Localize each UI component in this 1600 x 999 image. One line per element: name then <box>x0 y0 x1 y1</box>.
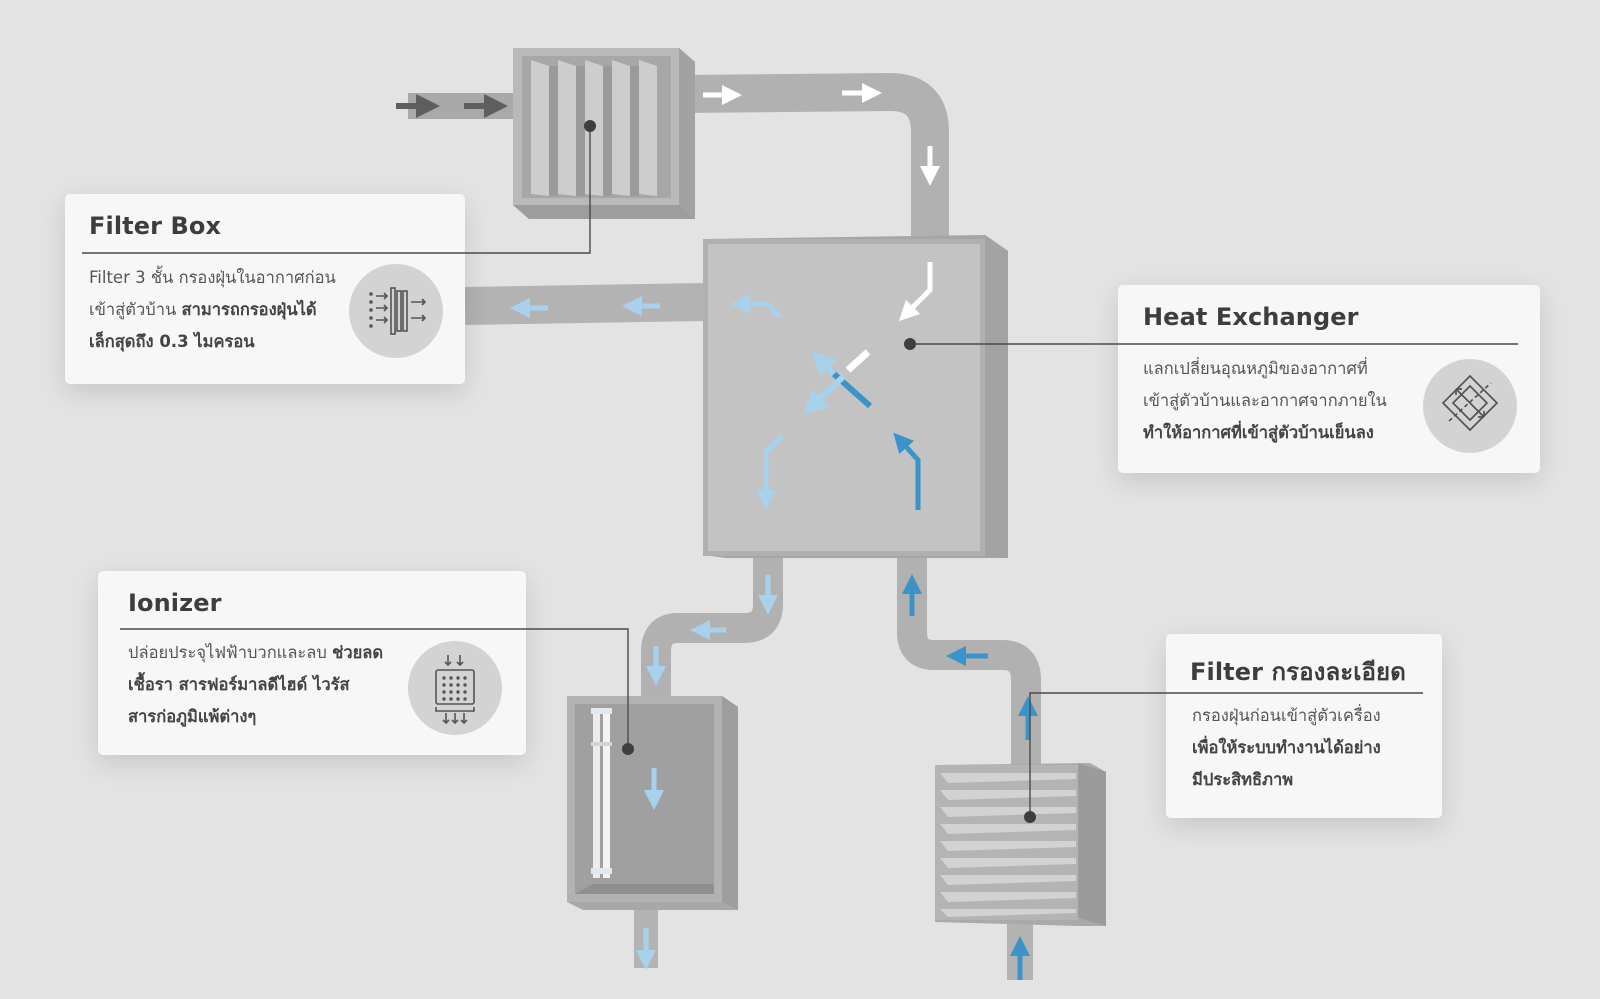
ionizer-callout: Ionizer ปล่อยประจุไฟฟ้าบวกและลบ ช่วยลด เ… <box>98 571 526 755</box>
description-line: มีประสิทธิภาพ <box>1192 770 1294 789</box>
ionizer-unit <box>567 696 738 910</box>
supply-duct-left <box>464 283 706 325</box>
supply-duct-top <box>679 73 949 240</box>
callout-title: Filter กรองละเอียด <box>1190 658 1406 686</box>
callout-description: แลกเปลี่ยนอุณหภูมิของอากาศที่ เข้าสู่ตัว… <box>1143 353 1387 449</box>
description-line: สารก่อภูมิแพ้ต่างๆ <box>128 707 257 726</box>
flow-arrows <box>396 83 1038 980</box>
description-line: แลกเปลี่ยนอุณหภูมิของอากาศที่ <box>1143 359 1368 378</box>
filter-layers-icon <box>349 264 443 358</box>
callout-description: ปล่อยประจุไฟฟ้าบวกและลบ ช่วยลด เชื้อรา ส… <box>128 637 383 733</box>
heat-exchanger-callout: Heat Exchanger แลกเปลี่ยนอุณหภูมิของอากา… <box>1118 285 1540 473</box>
fine-filter-louvers <box>940 773 1076 917</box>
description-line: กรองฝุ่นก่อนเข้าสู่ตัวเครื่อง <box>1192 706 1381 725</box>
fresh-air-duct <box>897 555 1041 770</box>
description-line: เข้าสู่ตัวบ้านและอากาศจากภายใน <box>1143 391 1387 410</box>
description-line: เข้าสู่ตัวบ้าน สามารถกรองฝุ่นได้ <box>89 300 317 319</box>
callout-title: Filter Box <box>89 212 222 240</box>
callout-description: Filter 3 ชั้น กรองฝุ่นในอากาศก่อน เข้าสู… <box>89 262 336 358</box>
filter-box-callout: Filter Box Filter 3 ชั้น กรองฝุ่นในอากาศ… <box>65 194 465 384</box>
fine-filter-callout: Filter กรองละเอียด กรองฝุ่นก่อนเข้าสู่ตั… <box>1166 634 1442 818</box>
he-white-arrow <box>898 262 933 322</box>
description-line: ปล่อยประจุไฟฟ้าบวกและลบ ช่วยลด <box>128 643 384 662</box>
filter-box-unit <box>513 48 695 219</box>
callout-title: Ionizer <box>128 589 222 617</box>
fine-filter-unit <box>935 763 1106 926</box>
heat-exchanger-icon <box>1423 359 1517 453</box>
he-white-segment <box>845 349 871 373</box>
description-line: เพื่อให้ระบบทำงานได้อย่าง <box>1192 738 1381 757</box>
description-line: เชื้อรา สารฟอร์มาลดีไฮด์ ไวรัส <box>128 675 350 694</box>
ionizer-icon <box>408 641 502 735</box>
he-light-arrow <box>811 351 837 377</box>
he-light-arrow <box>756 434 784 510</box>
description-line: Filter 3 ชั้น กรองฝุ่นในอากาศก่อน <box>89 268 336 287</box>
he-light-arrow <box>730 294 782 319</box>
callout-description: กรองฝุ่นก่อนเข้าสู่ตัวเครื่อง เพื่อให้ระ… <box>1192 700 1381 796</box>
he-blue-arrow <box>893 432 921 510</box>
description-line: เล็กสุดถึง 0.3 ไมครอน <box>89 332 255 351</box>
he-light-arrow <box>803 373 847 415</box>
description-line: ทำให้อากาศที่เข้าสู่ตัวบ้านเย็นลง <box>1143 423 1374 442</box>
callout-title: Heat Exchanger <box>1143 303 1359 331</box>
